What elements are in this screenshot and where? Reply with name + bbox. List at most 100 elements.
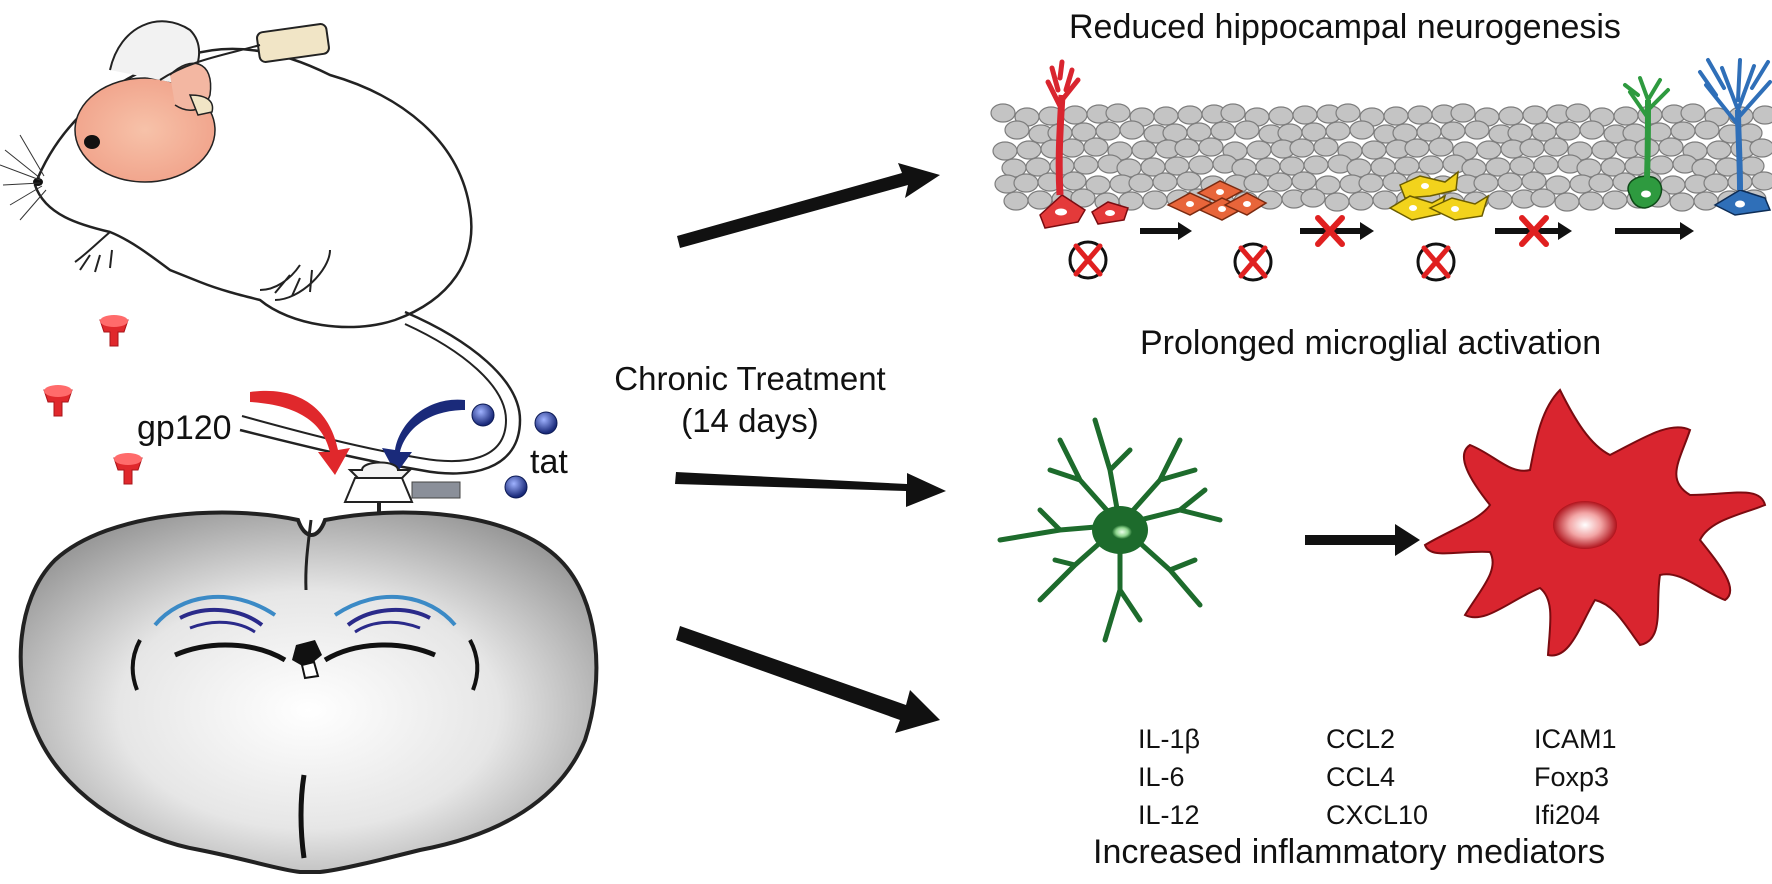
granule-cell <box>1220 103 1246 123</box>
granule-cell <box>1003 191 1029 211</box>
granule-cell <box>1530 188 1556 208</box>
blocked-x-icon <box>1315 215 1345 247</box>
granule-cell <box>1440 121 1466 141</box>
immature-neuron-icon <box>1623 76 1670 209</box>
granule-cell <box>1588 173 1614 193</box>
granule-cell <box>1027 190 1053 210</box>
granule-cell <box>1751 171 1772 191</box>
granule-cell <box>1706 140 1732 160</box>
mediator-item: CXCL10 <box>1326 800 1429 830</box>
granule-cell <box>1533 155 1559 175</box>
lineage-arrow-4 <box>1615 222 1694 240</box>
granule-cell <box>1268 106 1294 126</box>
granule-cell <box>1404 138 1430 158</box>
tat-bead-icon <box>504 475 528 499</box>
stem-cell-icon <box>1039 59 1129 229</box>
microglia-panel <box>997 388 1767 657</box>
blocked-x-icon <box>1519 215 1549 247</box>
granule-cell <box>1579 120 1605 140</box>
granule-cell <box>1358 173 1384 193</box>
gp120-arrow <box>250 390 350 475</box>
granule-cell <box>1694 120 1720 140</box>
tat-label: tat <box>530 443 568 481</box>
granule-cell <box>1243 173 1269 193</box>
granule-cell <box>1450 103 1476 123</box>
granule-cell <box>1521 171 1547 191</box>
granule-cell <box>1177 105 1203 125</box>
granule-cell <box>1361 140 1387 160</box>
granule-cell <box>1246 140 1272 160</box>
granule-cell <box>1349 120 1375 140</box>
treatment-line-2: (14 days) <box>681 402 819 439</box>
granule-cell <box>1198 137 1224 157</box>
granule-cell <box>1188 155 1214 175</box>
granule-cell <box>1669 192 1695 212</box>
granule-cell <box>1292 105 1318 125</box>
blocked-self-renewal-icon <box>1068 240 1108 280</box>
inflammatory-heading: Increased inflammatory mediators <box>1093 833 1606 871</box>
granule-cell <box>1497 172 1523 192</box>
granule-cell <box>1234 120 1260 140</box>
treatment-line-1: Chronic Treatment <box>614 360 886 397</box>
blocked-transition-marks <box>1315 215 1549 247</box>
granule-cell <box>1061 171 1087 191</box>
granule-cell <box>1083 137 1109 157</box>
granule-cell <box>1680 103 1706 123</box>
mouse-illustration <box>0 20 522 475</box>
mediator-item: Ifi204 <box>1534 800 1601 830</box>
lineage-arrows <box>1140 222 1694 240</box>
granule-cell <box>1174 138 1200 158</box>
gp120-molecule-icon <box>113 453 143 485</box>
granule-cell <box>1613 106 1639 126</box>
arrow-to-neurogenesis <box>677 163 940 248</box>
tat-bead-icon <box>471 403 495 427</box>
mediator-item: Foxp3 <box>1534 762 1610 792</box>
granule-cell <box>1555 121 1581 141</box>
mature-neuron-icon <box>1698 58 1772 216</box>
granule-cell <box>1142 190 1168 210</box>
granule-cell <box>1407 105 1433 125</box>
granule-cell <box>1070 188 1096 208</box>
progenitor-cells-icon <box>1166 180 1268 221</box>
granule-cell <box>1752 105 1772 125</box>
granule-cell <box>1324 192 1350 212</box>
granule-cell <box>1325 121 1351 141</box>
granule-cell <box>1119 120 1145 140</box>
granule-cell <box>990 103 1016 123</box>
mediator-item: CCL2 <box>1326 724 1396 754</box>
resting-microglia-icon <box>997 417 1223 643</box>
blocked-self-renewal-icon <box>1416 242 1456 282</box>
granule-cell <box>1059 138 1085 158</box>
granule-cell <box>1554 192 1580 212</box>
granule-cell <box>1176 171 1202 191</box>
granule-cell <box>1498 106 1524 126</box>
granule-cell <box>1670 121 1696 141</box>
granule-cell <box>1749 138 1772 158</box>
granule-cell <box>1289 138 1315 158</box>
brain-coronal-section <box>18 510 599 874</box>
granule-cell <box>1464 120 1490 140</box>
granule-cell <box>1487 190 1513 210</box>
gp120-molecules <box>43 315 143 485</box>
mediator-item: CCL4 <box>1326 762 1396 792</box>
granule-cell <box>1658 137 1684 157</box>
tat-molecules <box>471 403 558 499</box>
gp120-label: gp120 <box>137 409 232 447</box>
tat-bead-icon <box>534 411 558 435</box>
mediator-item: IL-1β <box>1138 724 1201 754</box>
granule-cell <box>1578 191 1604 211</box>
granule-cell <box>1428 137 1454 157</box>
arrow-to-microglia <box>675 472 946 507</box>
granule-cell <box>1543 137 1569 157</box>
granule-cell <box>1693 191 1719 211</box>
granule-cell <box>1565 103 1591 123</box>
granule-cell <box>1303 155 1329 175</box>
granule-cell <box>1418 155 1444 175</box>
arrow-to-mediators <box>676 626 940 733</box>
granule-cell <box>1602 190 1628 210</box>
neurogenesis-heading: Reduced hippocampal neurogenesis <box>1069 8 1621 46</box>
granule-cell <box>1473 173 1499 193</box>
granule-cell <box>1648 155 1674 175</box>
granule-cell <box>1105 103 1131 123</box>
